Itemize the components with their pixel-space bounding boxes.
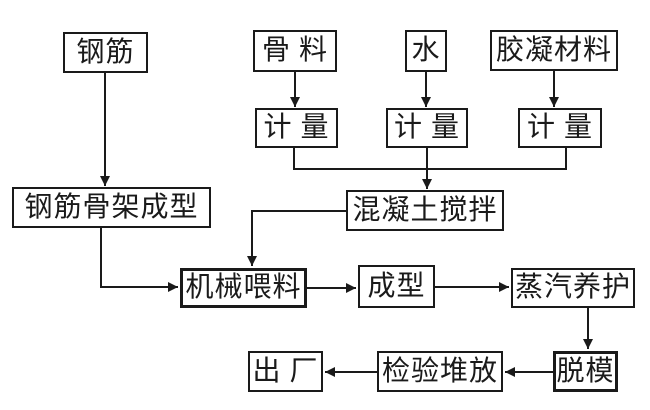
edge-measure-collector [293, 148, 567, 170]
node-skeleton-forming: 钢筋骨架成型 [12, 187, 211, 228]
node-measure-aggregate: 计 量 [255, 108, 338, 148]
edge-mixing-to-feeding [247, 210, 346, 266]
node-steam-curing: 蒸汽养护 [511, 268, 635, 308]
node-shipping: 出 厂 [248, 351, 323, 392]
node-demolding: 脱模 [553, 351, 618, 392]
node-measure-binder: 计 量 [518, 108, 602, 148]
node-rebar: 钢筋 [63, 32, 148, 73]
node-mechanical-feeding: 机械喂料 [180, 268, 307, 308]
node-concrete-mixing: 混凝土搅拌 [346, 190, 504, 231]
node-forming: 成型 [358, 265, 435, 308]
node-measure-water: 计 量 [386, 108, 468, 148]
node-inspection-stacking: 检验堆放 [377, 351, 503, 392]
edge-skeleton-to-feeding [100, 228, 178, 292]
node-water: 水 [405, 30, 447, 72]
node-aggregate: 骨 料 [253, 30, 337, 72]
node-binder: 胶凝材料 [490, 30, 618, 71]
